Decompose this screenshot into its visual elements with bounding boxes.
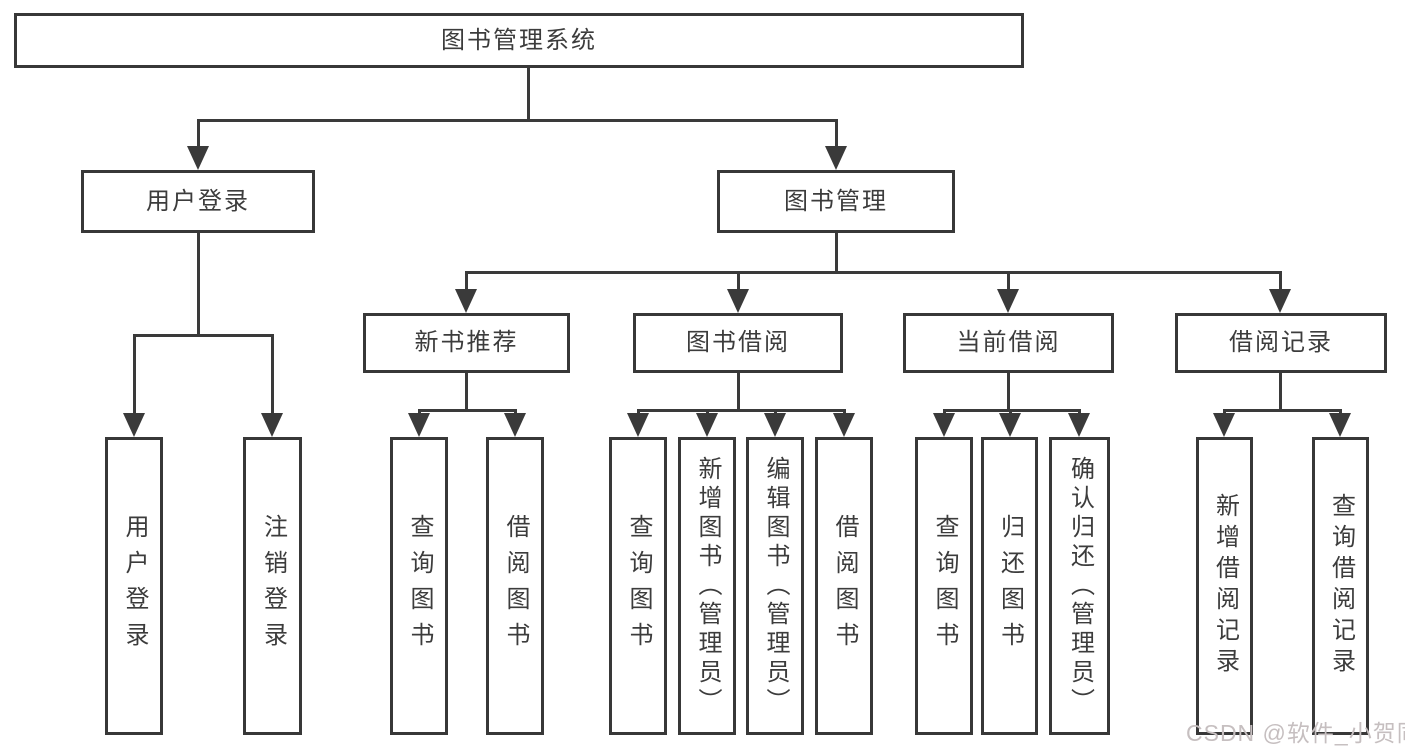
leaf-logout-label: 注销登录 (259, 514, 287, 658)
node-new-book-recommend: 新书推荐 (363, 313, 570, 373)
leaf-edit-book-admin: 编辑图书（管理员） (746, 437, 804, 735)
leaf-user-login: 用户登录 (105, 437, 163, 735)
leaf-return-book-label: 归还图书 (996, 514, 1024, 658)
arrowhead-icon (833, 413, 855, 437)
connector-line (1279, 373, 1282, 412)
arrowhead-icon (764, 413, 786, 437)
node-root: 图书管理系统 (14, 13, 1024, 68)
arrowhead-icon (1068, 413, 1090, 437)
arrowhead-icon (1329, 413, 1351, 437)
connector-line (1007, 271, 1010, 293)
connector-line (1279, 271, 1282, 293)
leaf-query-borrow-record: 查询借阅记录 (1312, 437, 1369, 735)
connector-line (465, 271, 468, 293)
node-user-login: 用户登录 (81, 170, 315, 233)
node-book-management-label: 图书管理 (784, 187, 888, 215)
leaf-borrow-books-recommend-label: 借阅图书 (502, 514, 529, 658)
arrowhead-icon (627, 413, 649, 437)
arrowhead-icon (1269, 289, 1291, 313)
connector-line (133, 334, 274, 337)
connector-line (637, 409, 846, 412)
node-borrow-records: 借阅记录 (1175, 313, 1387, 373)
connector-line (737, 373, 740, 412)
connector-line (465, 373, 468, 412)
node-user-login-label: 用户登录 (146, 187, 250, 215)
leaf-confirm-return-admin-label: 确认归还（管理员） (1066, 455, 1094, 717)
arrowhead-icon (727, 289, 749, 313)
leaf-user-login-label: 用户登录 (121, 514, 148, 658)
node-current-borrow-label: 当前借阅 (956, 329, 1061, 356)
leaf-add-book-admin: 新增图书（管理员） (678, 437, 736, 735)
leaf-borrow-books-recommend: 借阅图书 (486, 437, 544, 735)
leaf-add-borrow-record-label: 新增借阅记录 (1211, 493, 1239, 679)
connector-line (271, 334, 274, 416)
arrowhead-icon (825, 146, 847, 170)
connector-line (418, 409, 517, 412)
arrowhead-icon (933, 413, 955, 437)
connector-line (197, 119, 838, 122)
node-new-book-recommend-label: 新书推荐 (414, 329, 519, 356)
connector-line (133, 334, 136, 416)
arrowhead-icon (408, 413, 430, 437)
arrowhead-icon (997, 289, 1019, 313)
connector-line (1223, 409, 1342, 412)
node-book-management: 图书管理 (717, 170, 955, 233)
leaf-add-borrow-record: 新增借阅记录 (1196, 437, 1253, 735)
leaf-query-books-borrow: 查询图书 (609, 437, 667, 735)
leaf-return-book: 归还图书 (981, 437, 1038, 735)
connector-line (197, 119, 200, 149)
leaf-query-borrow-record-label: 查询借阅记录 (1327, 493, 1355, 679)
node-book-borrow: 图书借阅 (633, 313, 843, 373)
arrowhead-icon (123, 413, 145, 437)
connector-line (465, 271, 1282, 274)
connector-line (737, 271, 740, 293)
leaf-borrow-books-label: 借阅图书 (831, 514, 858, 658)
arrowhead-icon (261, 413, 283, 437)
arrowhead-icon (504, 413, 526, 437)
node-borrow-records-label: 借阅记录 (1229, 329, 1333, 356)
arrowhead-icon (455, 289, 477, 313)
node-current-borrow: 当前借阅 (903, 313, 1114, 373)
connector-line (943, 409, 1081, 412)
leaf-query-books-recommend-label: 查询图书 (406, 514, 433, 658)
leaf-logout: 注销登录 (243, 437, 302, 735)
node-book-borrow-label: 图书借阅 (686, 329, 790, 356)
node-root-label: 图书管理系统 (441, 26, 597, 54)
leaf-borrow-books: 借阅图书 (815, 437, 873, 735)
arrowhead-icon (1213, 413, 1235, 437)
leaf-query-books-borrow-label: 查询图书 (625, 514, 652, 658)
leaf-query-books-current: 查询图书 (915, 437, 973, 735)
leaf-query-books-recommend: 查询图书 (390, 437, 448, 735)
leaf-add-book-admin-label: 新增图书（管理员） (694, 455, 721, 717)
csdn-watermark: CSDN @软件_小贺同学 (1186, 720, 1405, 746)
leaf-query-books-current-label: 查询图书 (931, 514, 958, 658)
connector-line (197, 233, 200, 336)
connector-line (835, 233, 838, 273)
connector-line (1007, 373, 1010, 412)
connector-line (527, 68, 530, 122)
arrowhead-icon (999, 413, 1021, 437)
leaf-confirm-return-admin: 确认归还（管理员） (1049, 437, 1110, 735)
arrowhead-icon (696, 413, 718, 437)
arrowhead-icon (187, 146, 209, 170)
connector-line (835, 119, 838, 149)
leaf-edit-book-admin-label: 编辑图书（管理员） (762, 455, 789, 717)
